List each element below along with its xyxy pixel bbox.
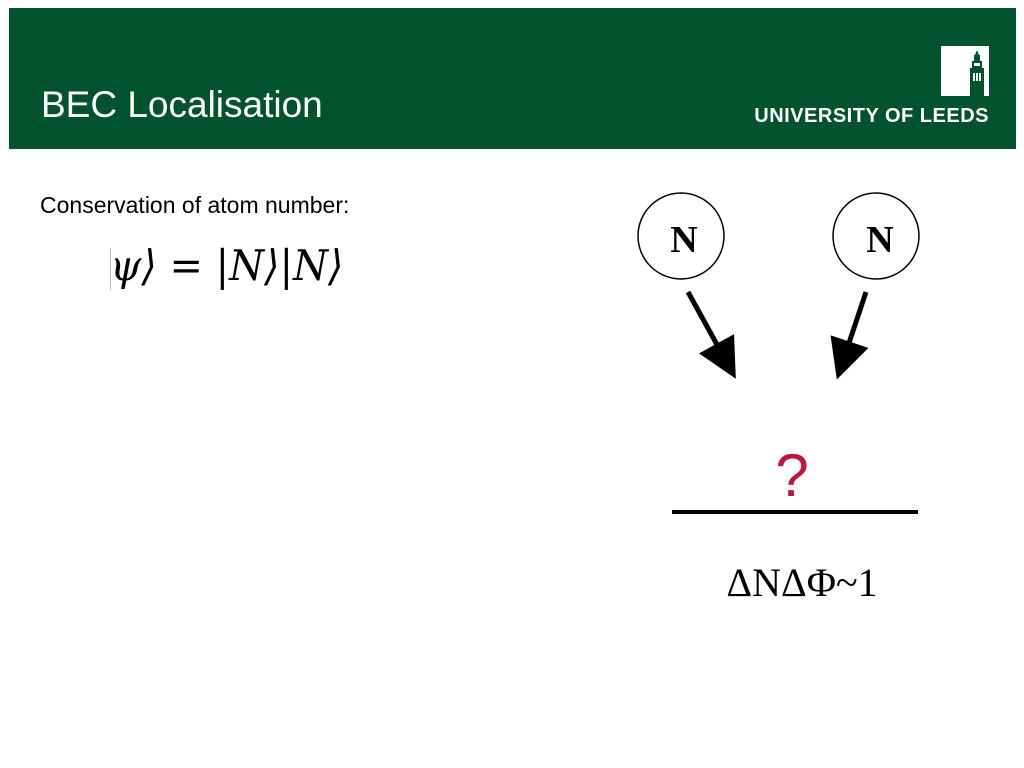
- logo-wordmark: UNIVERSITY OF LEEDS: [754, 105, 989, 127]
- header-bar: BEC Localisation: [9, 8, 1016, 149]
- node-left-circle: [637, 192, 725, 280]
- arrow-right: [830, 291, 869, 380]
- university-logo: UNIVERSITY OF LEEDS: [724, 46, 989, 130]
- arrow-left: [685, 290, 736, 379]
- equation-text: ψ⟩ = |N⟩|N⟩: [110, 241, 344, 290]
- equation-left-edge: [110, 248, 111, 290]
- node-right-circle: [832, 192, 920, 280]
- node-left: N: [637, 192, 725, 280]
- wavefunction-equation: ψ⟩ = |N⟩|N⟩: [110, 240, 356, 292]
- node-right-label: N: [866, 219, 893, 261]
- unknown-question-mark: ?: [775, 442, 808, 509]
- slide-title: BEC Localisation: [41, 84, 323, 125]
- conservation-statement: Conservation of atom number:: [40, 192, 350, 218]
- uncertainty-relation: ΔNΔΦ~1: [726, 560, 877, 605]
- node-right: N: [832, 192, 920, 280]
- node-left-label: N: [670, 219, 697, 261]
- parkinson-tower-icon: [941, 46, 989, 96]
